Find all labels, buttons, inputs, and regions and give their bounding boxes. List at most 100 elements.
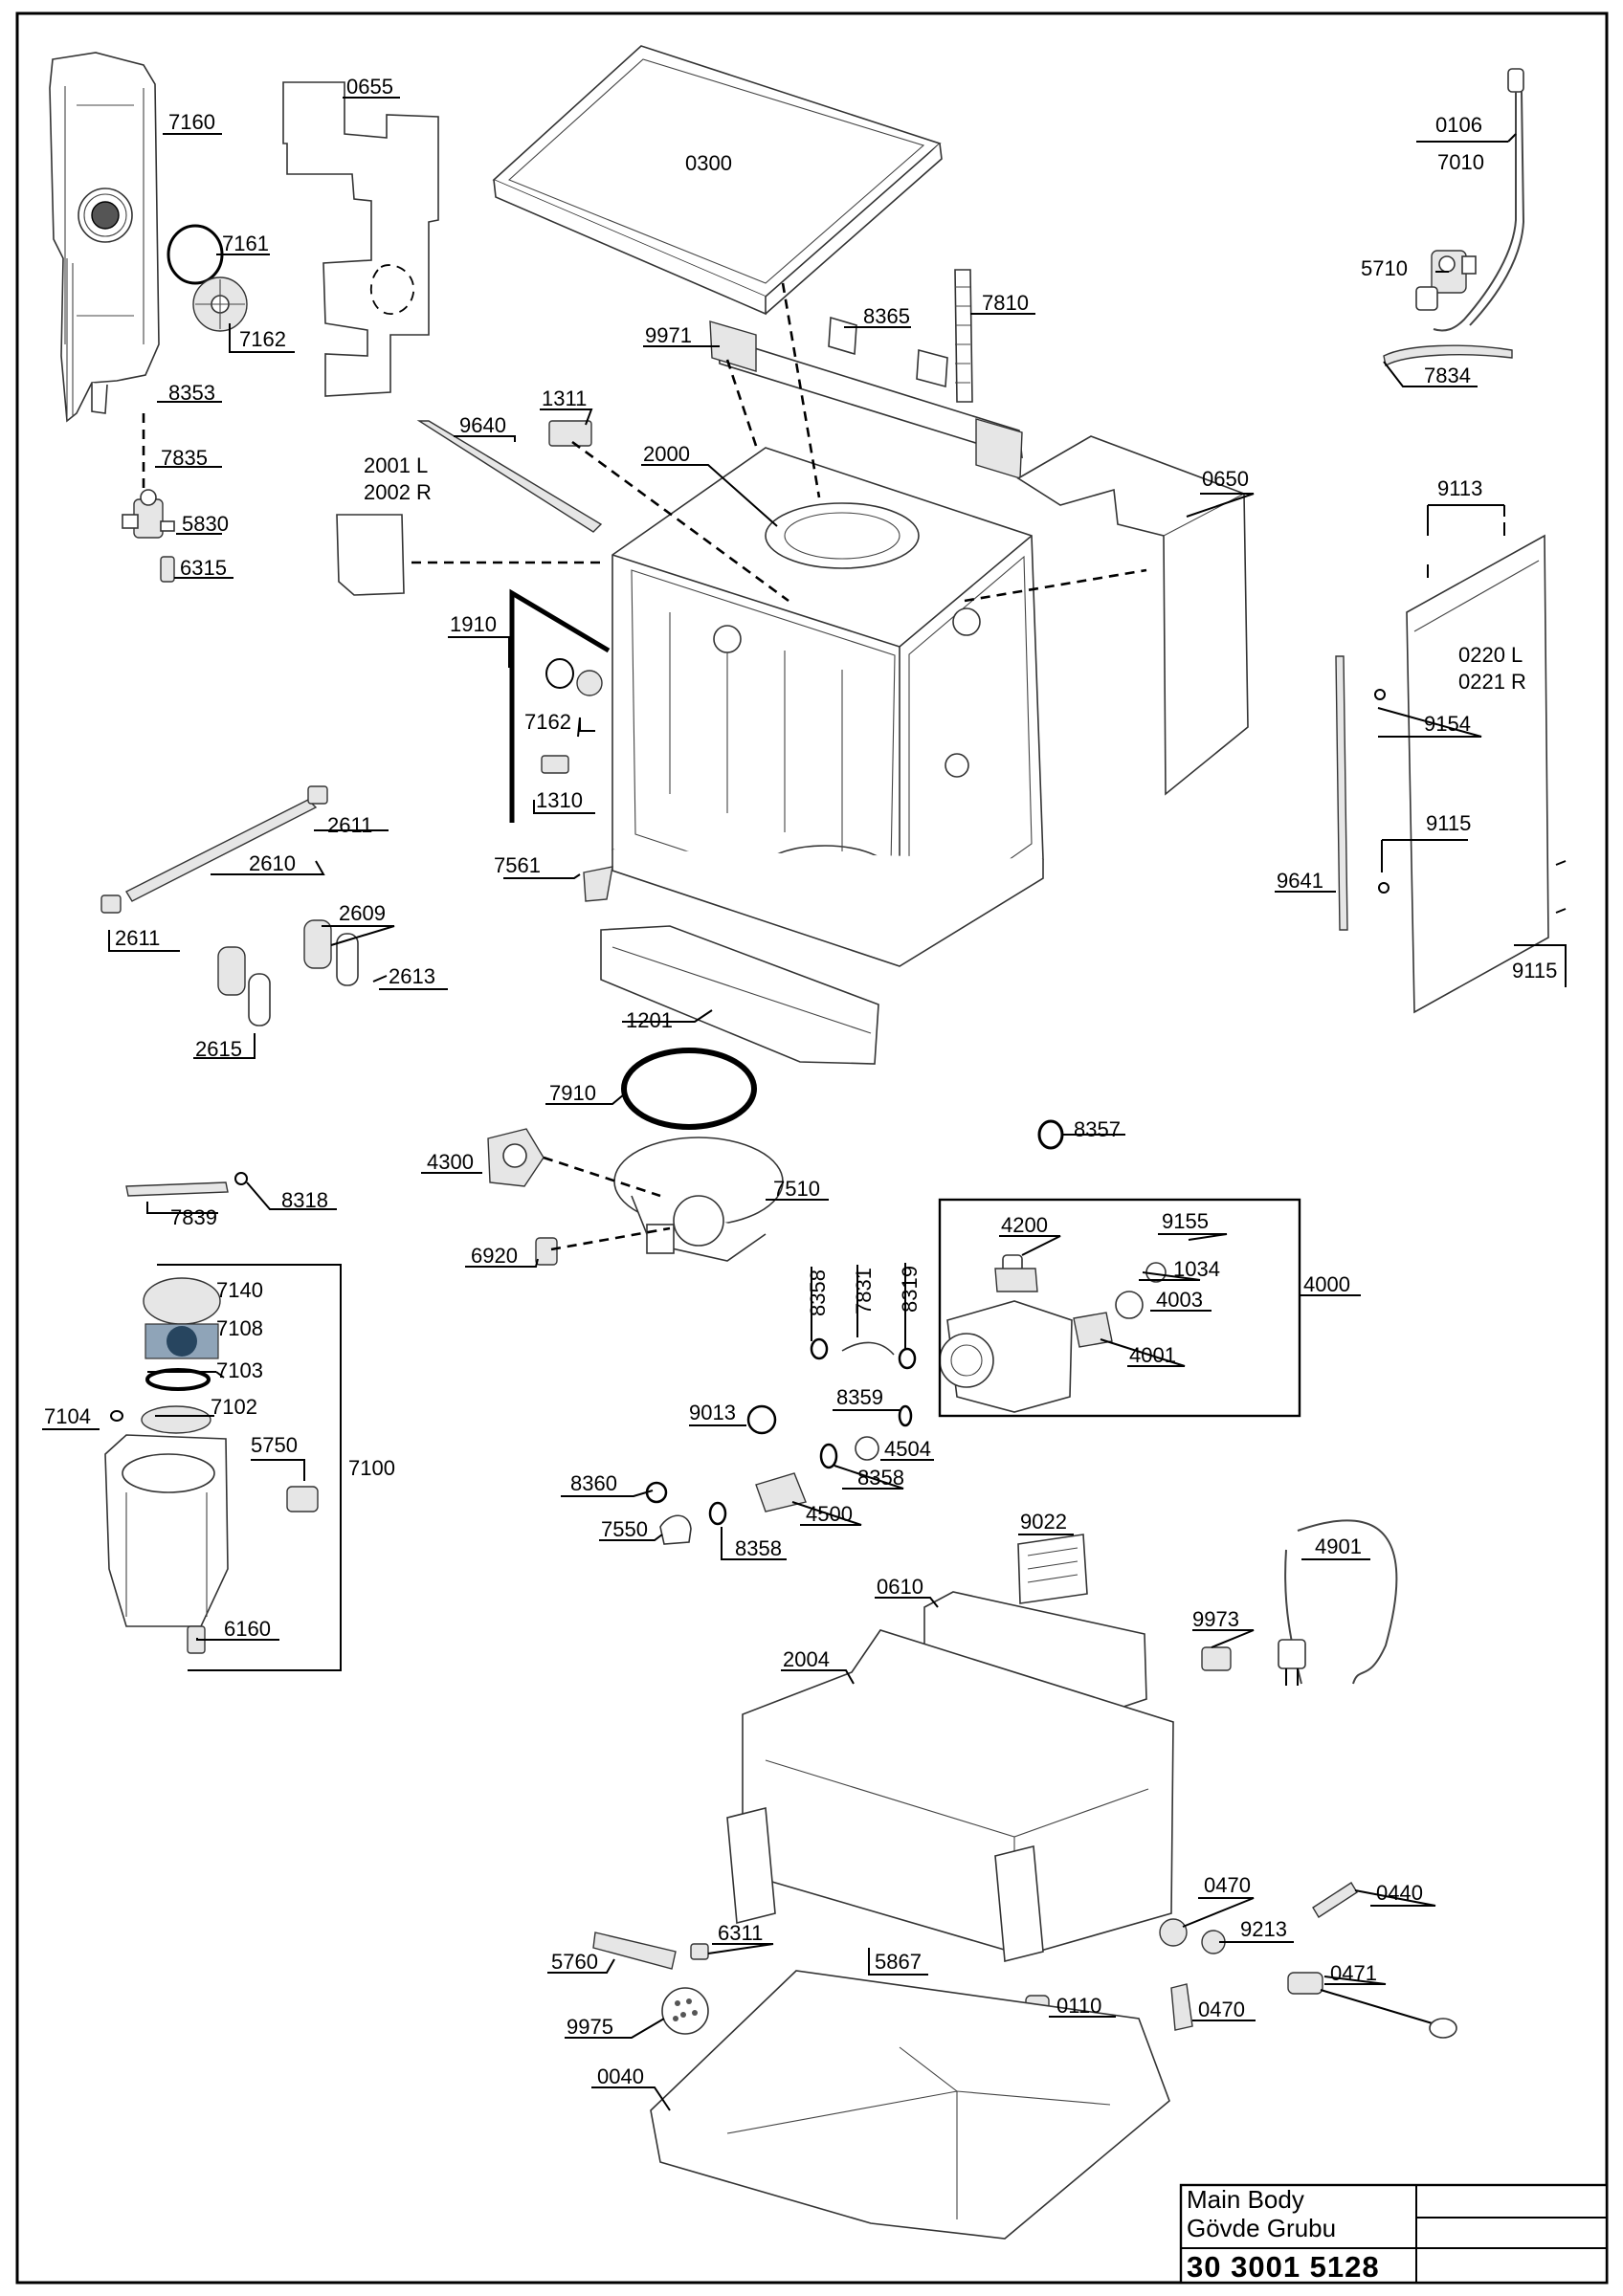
label-0221: 0221 R	[1458, 670, 1526, 694]
part-7550-elbow	[659, 1514, 692, 1545]
part-4901-power-cord	[1278, 1519, 1398, 1686]
label-2002: 2002 R	[364, 480, 432, 504]
label-4003: 4003	[1156, 1288, 1203, 1312]
part-7162-small-cap	[576, 670, 603, 696]
label-9641: 9641	[1277, 869, 1323, 893]
label-7102: 7102	[211, 1395, 257, 1419]
label-7510: 7510	[773, 1177, 820, 1201]
label-9113: 9113	[1437, 476, 1482, 500]
part-2613-screw	[372, 975, 388, 982]
title-main-body: Main Body	[1187, 2185, 1304, 2214]
label-4000: 4000	[1303, 1272, 1350, 1296]
part-4504	[855, 1436, 879, 1461]
title-block: Main Body Gövde Grubu 30 3001 5128	[1179, 2183, 1609, 2285]
label-5867: 5867	[875, 1950, 922, 1974]
part-7162-small-ring	[545, 658, 574, 689]
part-2610-strip	[125, 799, 318, 902]
callout-labels: 7160 0655 0300 0106 7010 7161 7162 8353 …	[44, 75, 1557, 2088]
part-1201-trim	[600, 925, 879, 1065]
label-9640: 9640	[459, 413, 506, 437]
part-5830-valve	[122, 489, 175, 583]
label-0650: 0650	[1202, 467, 1249, 491]
part-8359-clamp	[898, 1404, 913, 1427]
part-7839-strip	[125, 1181, 229, 1197]
part-6920	[535, 1237, 558, 1266]
label-4500: 4500	[806, 1502, 853, 1526]
label-9971: 9971	[645, 323, 692, 347]
label-7162-a: 7162	[239, 327, 286, 351]
label-9973: 9973	[1192, 1607, 1239, 1631]
bracket-4000	[938, 1198, 1301, 1418]
label-0106: 0106	[1435, 113, 1482, 137]
label-8318: 8318	[281, 1188, 328, 1212]
label-4200: 4200	[1001, 1213, 1048, 1237]
part-0471	[1287, 1972, 1457, 2039]
part-0650-insulation	[1016, 435, 1249, 796]
label-1034: 1034	[1173, 1257, 1220, 1281]
part-7162-cap	[192, 276, 248, 332]
part-7810-tube	[954, 269, 973, 403]
part-7100-softener	[104, 1277, 319, 1654]
label-2609: 2609	[339, 901, 386, 925]
part-8360-clamp	[645, 1481, 668, 1504]
part-7160-side-duct	[49, 52, 160, 423]
part-9975-filter	[661, 1987, 709, 2035]
label-1310: 1310	[536, 788, 583, 812]
label-0300: 0300	[685, 151, 732, 175]
title-part-code: 30 3001 5128	[1187, 2250, 1380, 2284]
label-8358-c: 8358	[735, 1536, 782, 1560]
label-9022: 9022	[1020, 1510, 1067, 1534]
label-2615: 2615	[195, 1037, 242, 1061]
part-7161-o-ring	[167, 224, 224, 285]
label-7831: 7831	[852, 1268, 876, 1314]
label-0470-b: 0470	[1198, 1998, 1245, 2021]
label-9213: 9213	[1240, 1917, 1287, 1941]
part-0300-top-panel	[492, 45, 943, 316]
part-0040-base-tray	[650, 1970, 1170, 2240]
part-6311	[690, 1943, 709, 1960]
part-4500-heater	[755, 1472, 807, 1512]
dashed-connection-lines	[142, 282, 1147, 1251]
part-2615-hinge	[217, 946, 271, 1027]
part-9022-module	[1017, 1534, 1088, 1604]
label-7160: 7160	[168, 110, 215, 134]
part-0470-a-foot	[1159, 1918, 1188, 1947]
part-2611-clip-b	[100, 894, 122, 914]
part-7834-strip	[1383, 344, 1513, 367]
label-9154: 9154	[1424, 712, 1471, 736]
part-1910-gasket	[509, 588, 611, 823]
label-2611-a: 2611	[327, 813, 372, 837]
part-8358-b-clamp	[819, 1443, 838, 1469]
part-0440-spring	[1312, 1882, 1358, 1918]
part-7910-ring	[621, 1048, 757, 1130]
label-1201: 1201	[626, 1008, 673, 1032]
label-7140: 7140	[216, 1278, 263, 1302]
label-8360: 8360	[570, 1471, 617, 1495]
label-8358-a: 8358	[806, 1269, 830, 1316]
part-2000-tub	[611, 447, 1044, 967]
label-2610: 2610	[249, 851, 296, 875]
label-0655: 0655	[346, 75, 393, 99]
label-9975: 9975	[567, 2015, 613, 2039]
part-5710-valve	[1415, 250, 1477, 311]
label-4901: 4901	[1315, 1534, 1362, 1558]
label-9013: 9013	[689, 1401, 736, 1424]
label-0471: 0471	[1330, 1961, 1377, 1985]
part-4300-pump	[487, 1128, 545, 1187]
label-8358-b: 8358	[857, 1466, 904, 1490]
label-0610: 0610	[877, 1575, 923, 1599]
page-border	[15, 11, 1609, 2285]
label-0110: 0110	[1056, 1994, 1101, 2018]
title-govde-grubu: Gövde Grubu	[1187, 2214, 1336, 2242]
part-2001-bracket	[336, 514, 405, 596]
part-0470-b-foot	[1170, 1983, 1193, 2031]
label-7561: 7561	[494, 853, 541, 877]
label-8365: 8365	[863, 304, 910, 328]
label-4300: 4300	[427, 1150, 474, 1174]
part-7510-sump	[613, 1137, 784, 1262]
label-7910: 7910	[549, 1081, 596, 1105]
label-7103: 7103	[216, 1358, 263, 1382]
label-7104: 7104	[44, 1404, 91, 1428]
part-9971-top-rail	[709, 316, 1023, 479]
part-0220-side-panel	[1406, 534, 1549, 1014]
